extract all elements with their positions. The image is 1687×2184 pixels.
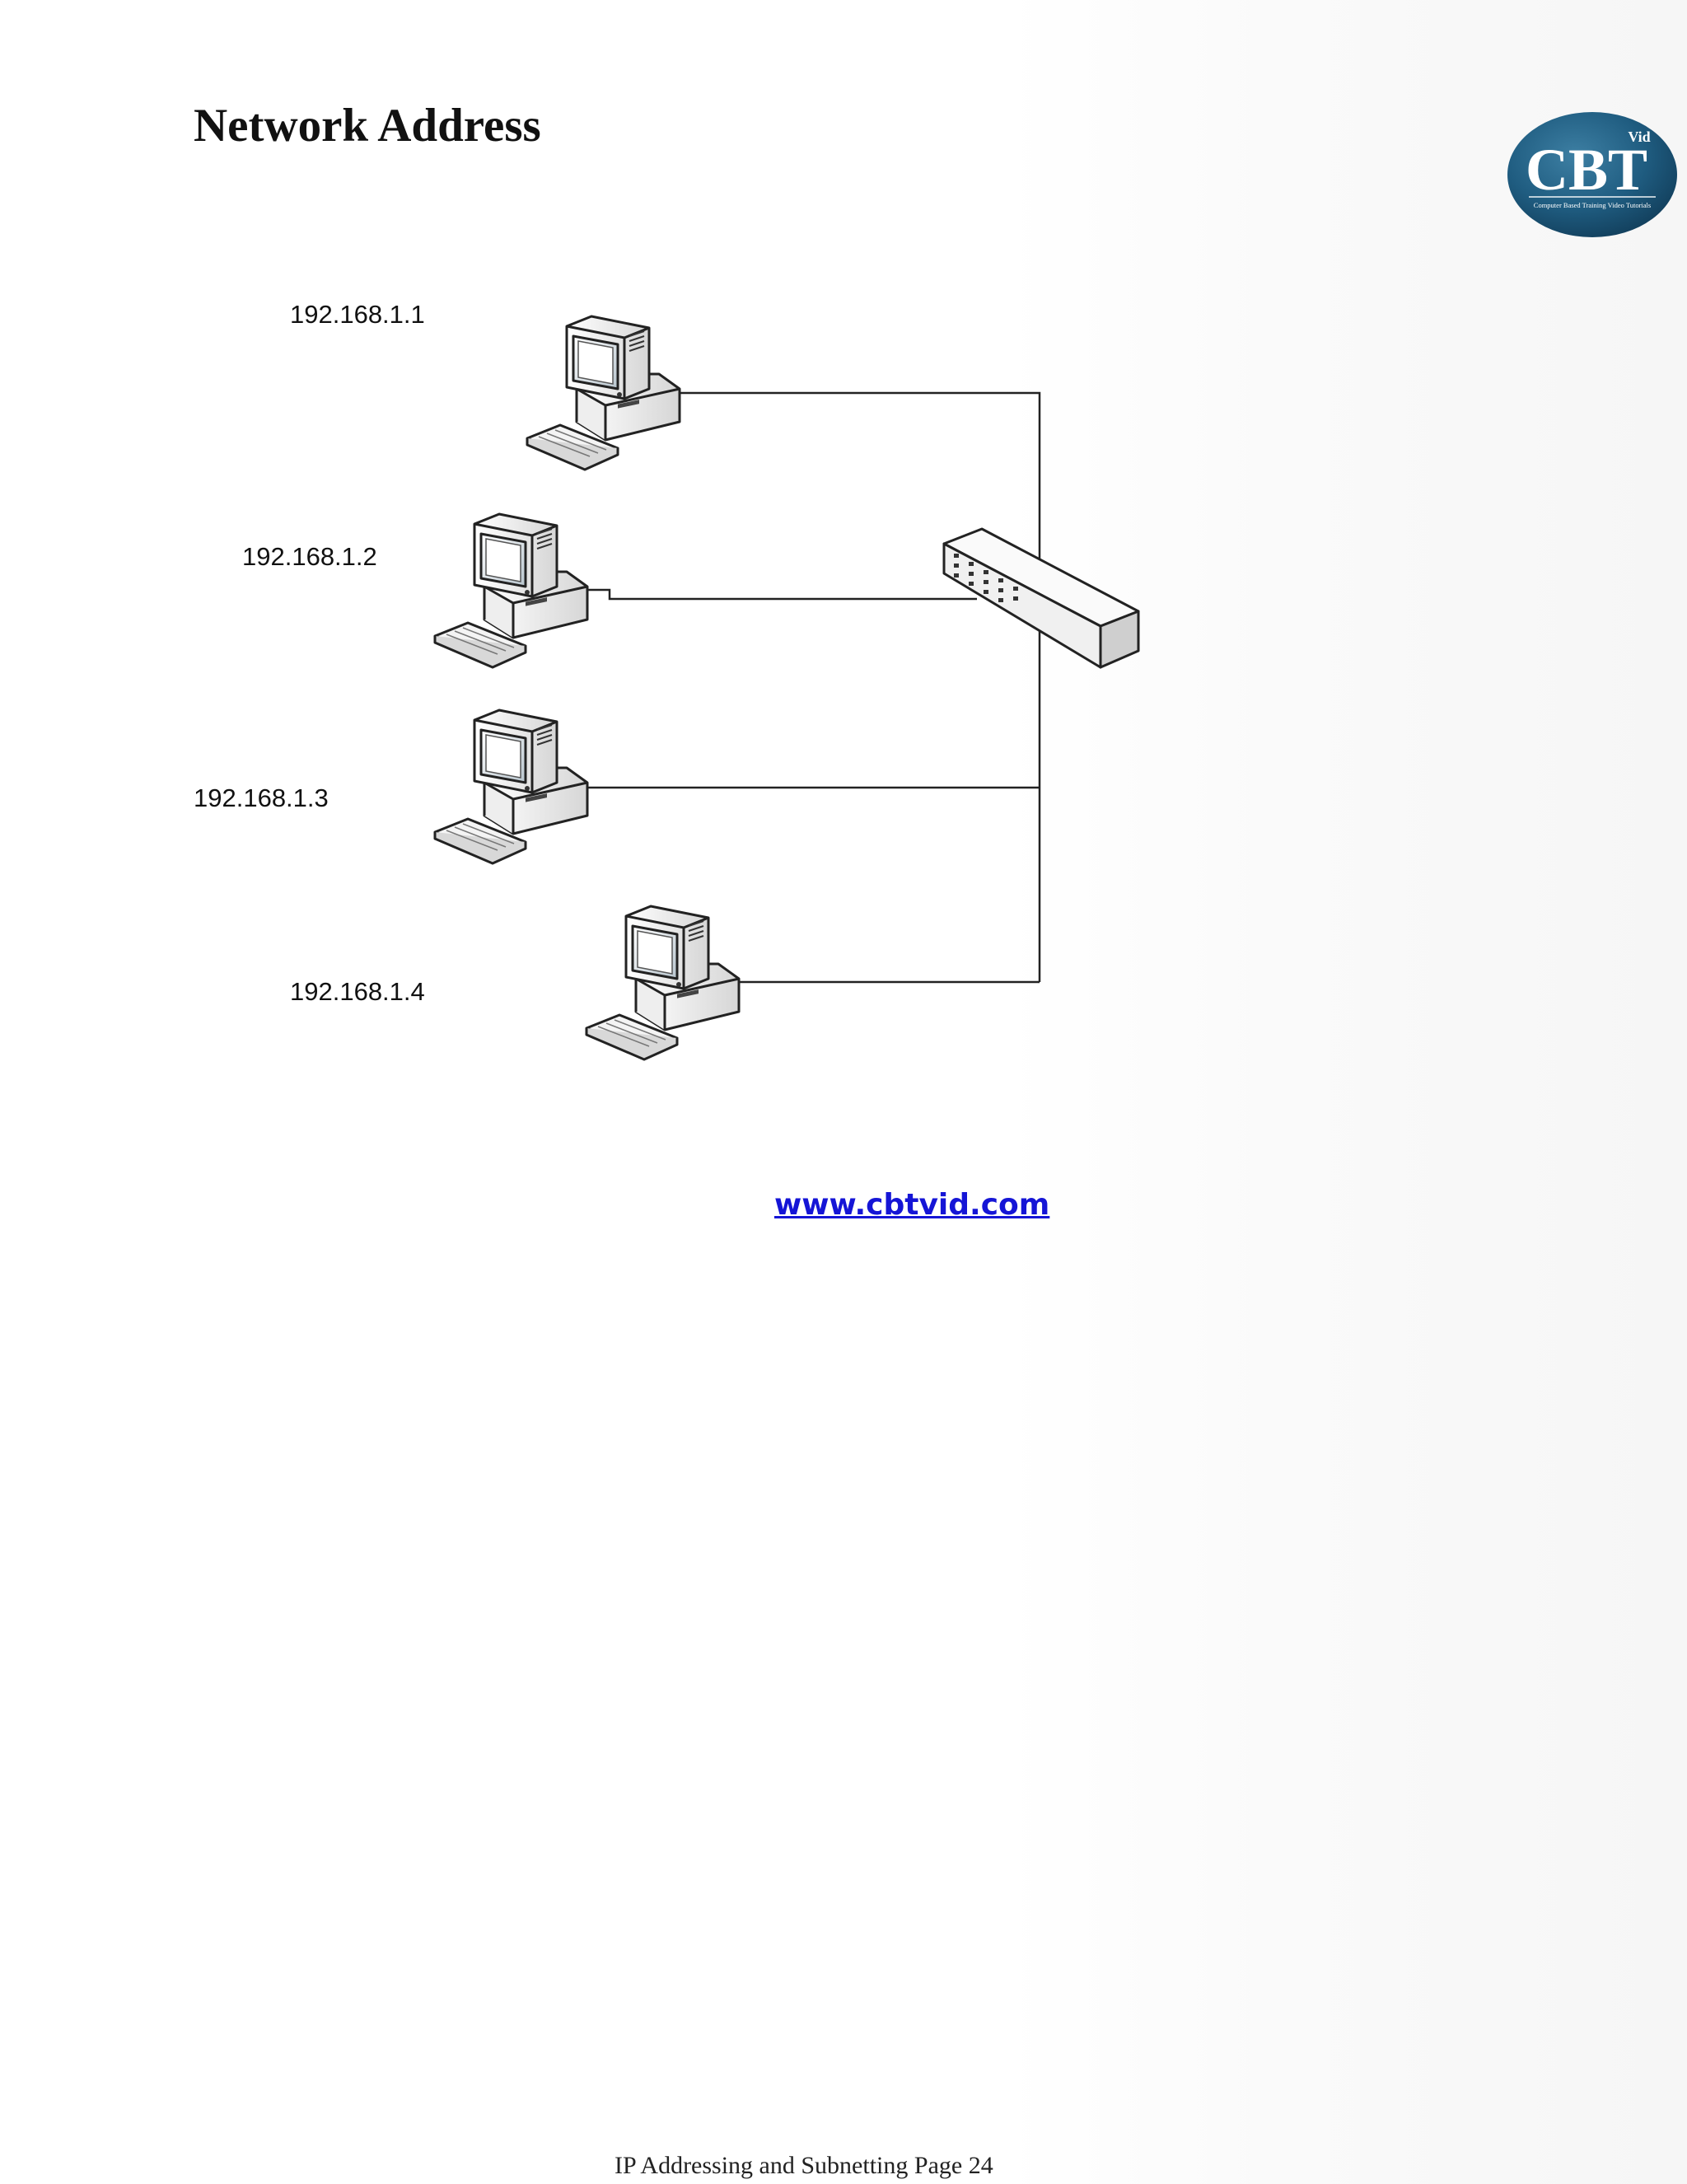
website-link[interactable]: www.cbtvid.com <box>774 1188 1050 1222</box>
cable-host-1 <box>669 391 1041 982</box>
cable-host-2 <box>568 588 977 601</box>
svg-text:Computer Based Training Video: Computer Based Training Video Tutorials <box>1534 201 1651 209</box>
ip-label-host-4: 192.168.1.4 <box>290 977 425 1006</box>
ip-label-host-3: 192.168.1.3 <box>194 783 329 812</box>
network-switch-icon <box>942 527 1140 669</box>
desktop-computer-icon <box>585 905 741 1061</box>
desktop-computer-icon <box>433 709 589 865</box>
network-cables <box>568 391 1041 984</box>
ip-label-host-2: 192.168.1.2 <box>242 542 377 571</box>
ip-label-host-1: 192.168.1.1 <box>290 300 425 329</box>
svg-text:CBT: CBT <box>1526 137 1647 203</box>
cbtvid-logo: CBT Vid Computer Based Training Video Tu… <box>1507 112 1677 237</box>
page-title: Network Address <box>194 100 541 152</box>
desktop-computer-icon <box>526 315 681 471</box>
desktop-computer-icon <box>433 512 589 669</box>
svg-text:Vid: Vid <box>1628 129 1650 145</box>
network-diagram <box>433 315 1140 1061</box>
page-shade <box>1005 0 1687 2184</box>
page-footer: IP Addressing and Subnetting Page 24 <box>615 2152 993 2179</box>
